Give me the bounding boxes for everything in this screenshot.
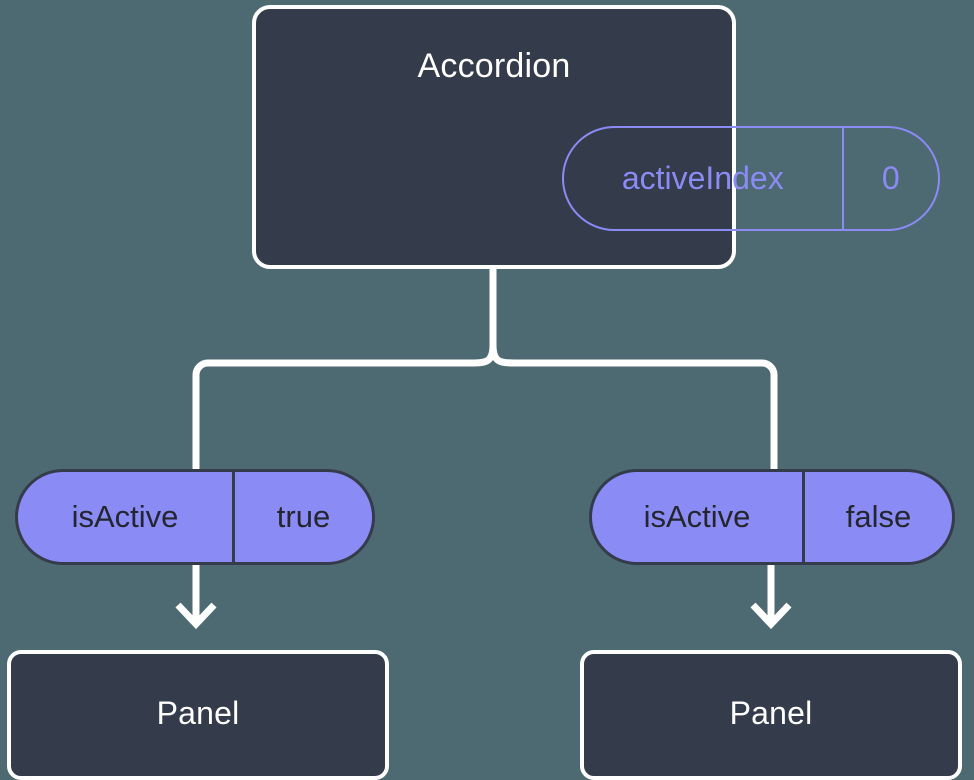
arrowhead-left-panel [175,602,217,630]
prop-pill-is-active-true-key: isActive [18,472,235,562]
panel-component-node-right[interactable]: Panel [580,650,962,780]
accordion-node-label: Accordion [417,47,571,85]
edge-fork-to-left [192,344,497,470]
prop-pill-is-active-true[interactable]: isActive true [15,469,375,565]
accordion-component-node[interactable]: Accordion activeIndex 0 [252,5,940,269]
state-pill-active-index-key: activeIndex [564,128,844,229]
panel-node-right-label: Panel [729,695,813,731]
prop-pill-is-active-true-value: true [276,499,331,534]
panel-node-left-label: Panel [156,695,240,731]
edge-fork-to-right [489,344,778,470]
prop-pill-is-active-false-value: false [845,499,912,534]
prop-pill-is-active-false-key: isActive [592,472,805,562]
arrowhead-right-panel [750,602,792,630]
panel-component-node-left[interactable]: Panel [7,650,389,780]
prop-pill-is-active-false[interactable]: isActive false [589,469,955,565]
state-pill-active-index[interactable]: activeIndex 0 [562,126,940,231]
state-pill-active-index-value: 0 [881,160,900,196]
